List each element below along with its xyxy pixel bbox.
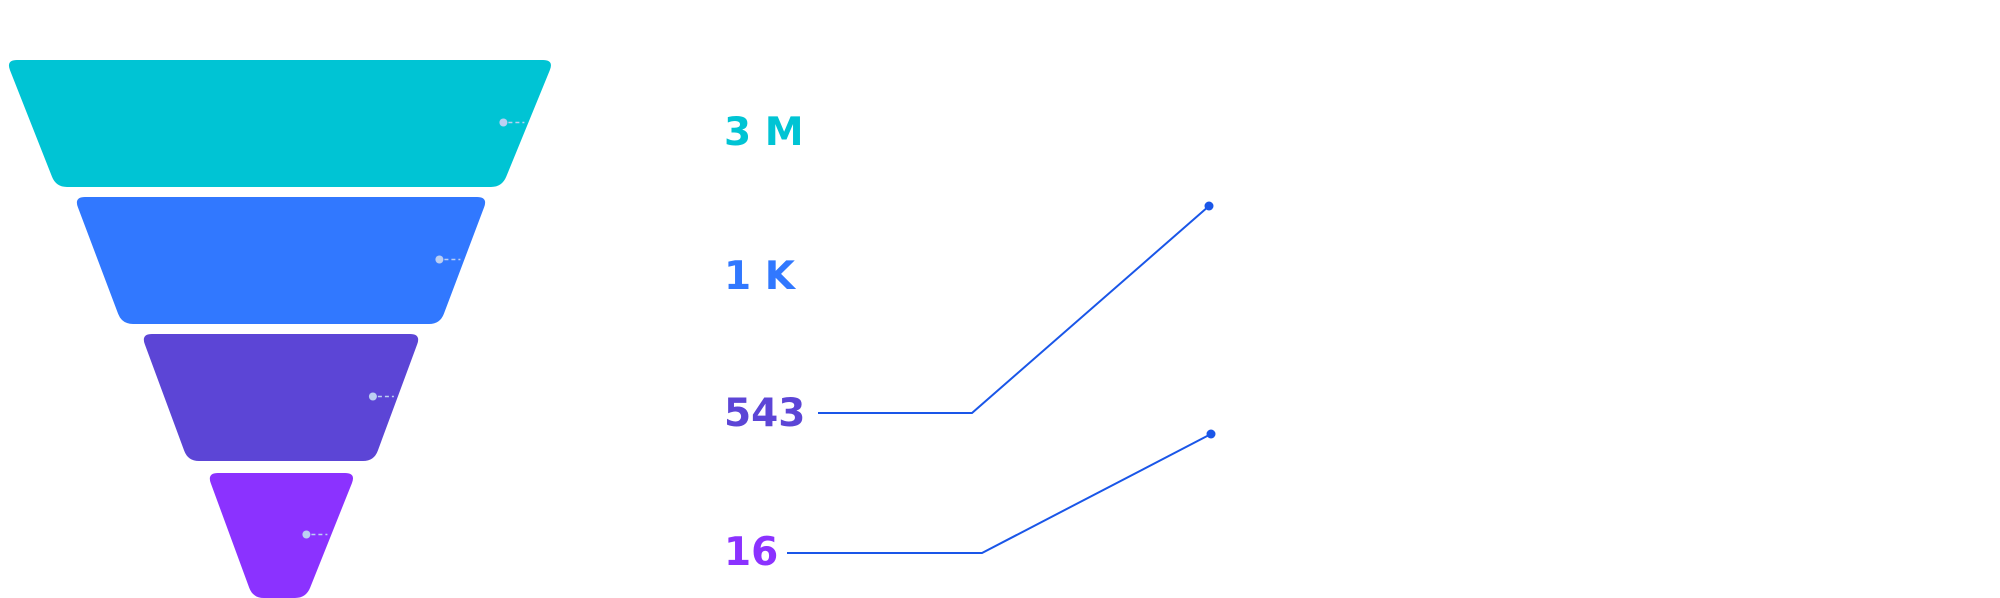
funnel-stage-4 bbox=[209, 473, 354, 598]
stage-2-value-label: 1 K bbox=[724, 254, 795, 299]
stage-3-marker-dot bbox=[368, 392, 377, 401]
stage-3-value-label: 543 bbox=[724, 391, 806, 436]
stage-1-value-label: 3 M bbox=[724, 110, 804, 155]
stage-4-value-label: 16 bbox=[724, 530, 779, 575]
callout-line-stage-4-end-dot bbox=[1206, 429, 1216, 439]
callout-line-stage-4 bbox=[787, 433, 1212, 554]
funnel-stage-3 bbox=[143, 334, 419, 461]
callout-line-stage-3-end-dot bbox=[1204, 201, 1214, 211]
stage-4-marker-dot bbox=[302, 530, 311, 539]
funnel-stage-1 bbox=[8, 60, 551, 187]
stage-2-marker-dot bbox=[435, 255, 444, 264]
callout-line-stage-3 bbox=[818, 205, 1210, 414]
funnel-stage-2 bbox=[76, 197, 486, 324]
stage-1-marker-dot bbox=[499, 118, 508, 127]
